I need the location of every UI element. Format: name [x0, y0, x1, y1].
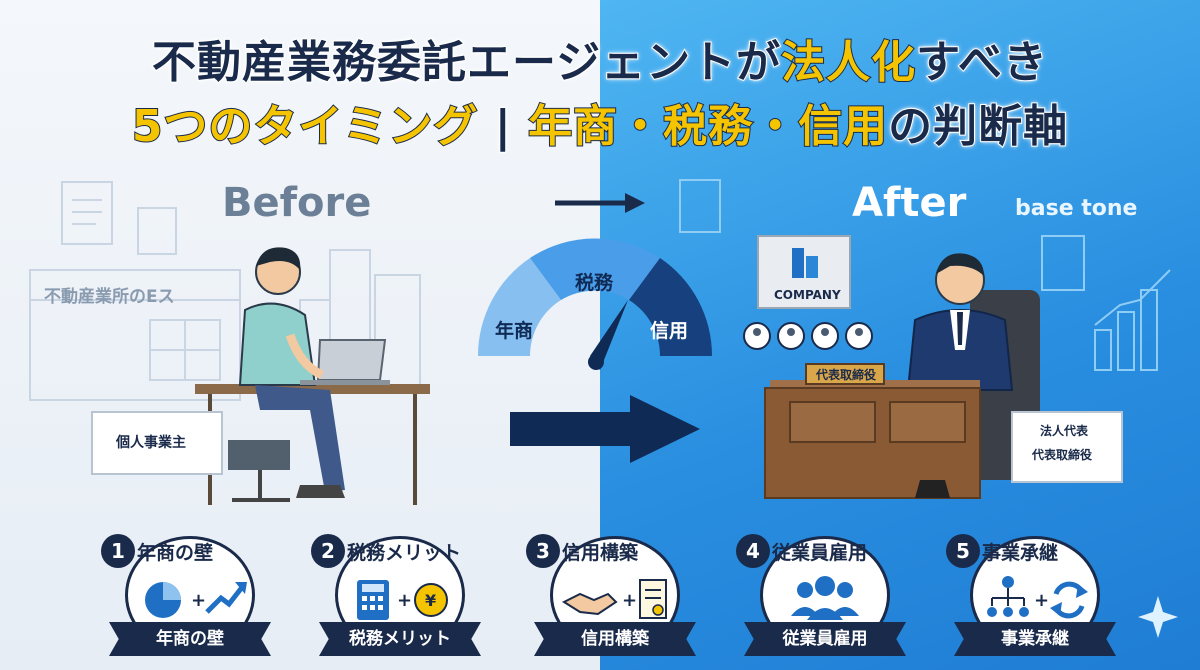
step-5: 5 事業承継 + 事業承継	[940, 528, 1130, 663]
step-number: 4	[736, 534, 770, 568]
svg-text:+: +	[397, 590, 412, 611]
title-text: の判断軸	[887, 100, 1069, 153]
title-text: すべき	[915, 36, 1049, 89]
employees-group-icon	[791, 576, 859, 620]
desk-nameplate: 代表取締役	[816, 368, 877, 382]
corporate-card-line1: 法人代表	[1040, 424, 1089, 438]
svg-text:+: +	[622, 590, 637, 611]
base-tone-label: base tone	[1015, 196, 1138, 221]
after-label: After	[852, 180, 967, 226]
title-highlight: 年商・税務・信用	[527, 100, 889, 153]
title-highlight: 5つのタイミング	[131, 100, 479, 153]
step-3: 3 信用構築 + 信用構築	[520, 528, 710, 663]
pie-chart-growth-icon: +	[145, 582, 247, 618]
step-number: 5	[946, 534, 980, 568]
sole-proprietor-card: 個人事業主	[116, 435, 186, 451]
step-ribbon: 信用構築	[534, 622, 696, 656]
handshake-certificate-icon: +	[561, 579, 667, 619]
step-heading: 税務メリット	[347, 542, 462, 564]
step-number: 2	[311, 534, 345, 568]
title-separator: |	[494, 100, 512, 153]
title-text: 不動産業務委託エージェントが	[151, 36, 782, 89]
succession-org-chart-icon: +	[987, 576, 1088, 619]
step-number: 1	[101, 534, 135, 568]
gauge-label-credit: 信用	[650, 320, 689, 342]
svg-text:+: +	[1034, 590, 1049, 611]
title-line-1: 不動産業務委託エージェントが法人化すべき	[0, 26, 1200, 90]
step-heading: 事業承継	[982, 542, 1059, 564]
gauge-label-revenue: 年商	[495, 320, 534, 342]
step-ribbon: 事業承継	[954, 622, 1116, 656]
company-sign: COMPANY	[774, 288, 841, 302]
title-highlight: 法人化	[780, 36, 917, 89]
svg-text:+: +	[191, 590, 206, 611]
before-label: Before	[222, 180, 372, 226]
step-ribbon: 年商の壁	[109, 622, 271, 656]
step-number: 3	[526, 534, 560, 568]
step-heading: 年商の壁	[137, 542, 214, 564]
calculator-yen-icon: +	[357, 580, 448, 620]
step-heading: 信用構築	[562, 542, 639, 564]
step-4: 4 従業員雇用 従業員雇用	[730, 528, 920, 663]
step-ribbon: 従業員雇用	[744, 622, 906, 656]
title-line-2: 5つのタイミング | 年商・税務・信用の判断軸	[0, 90, 1200, 154]
store-sign: 不動産業所のEス	[44, 287, 175, 307]
gauge-label-tax: 税務	[575, 272, 614, 294]
corporate-card-line2: 代表取締役	[1032, 448, 1093, 462]
step-ribbon: 税務メリット	[319, 622, 481, 656]
step-1: 1 年商の壁 + 年商の壁	[95, 528, 285, 663]
yen-symbol: ¥	[425, 591, 437, 610]
step-heading: 従業員雇用	[772, 542, 868, 564]
step-2: 2 税務メリット + ¥ 税務メリット	[305, 528, 495, 663]
